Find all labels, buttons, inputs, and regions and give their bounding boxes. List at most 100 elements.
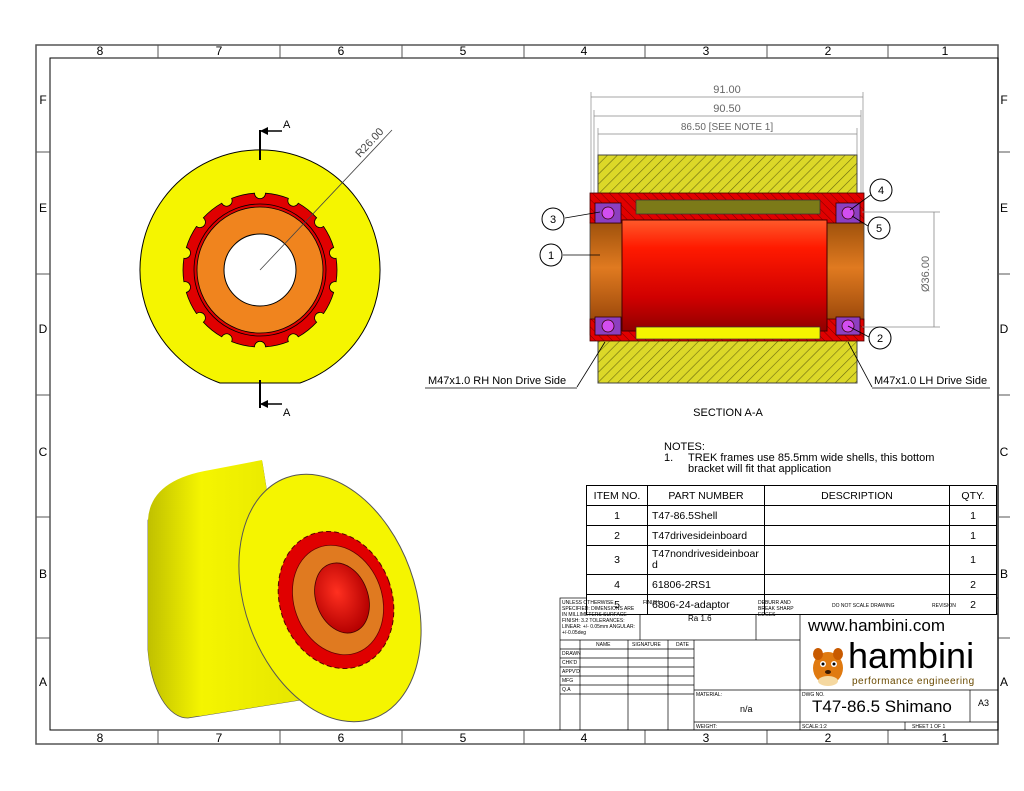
bom-header-row: ITEM NO. PART NUMBER DESCRIPTION QTY. <box>586 485 997 506</box>
bom-item: 3 <box>586 545 648 575</box>
zone-row-label: D <box>1000 322 1009 336</box>
bom-qty: 1 <box>949 505 997 526</box>
do-not-scale: DO NOT SCALE DRAWING <box>832 603 895 609</box>
bom-qty: 1 <box>949 525 997 546</box>
balloon-4: 4 <box>849 178 893 211</box>
bom-header-description: DESCRIPTION <box>764 485 950 506</box>
role-approved: APPV'D <box>562 669 580 675</box>
spindle-tube <box>621 219 828 332</box>
zone-ticks <box>36 45 1010 744</box>
table-row: 2 T47drivesideinboard 1 <box>586 525 997 546</box>
bom-description <box>764 545 950 575</box>
thread-right-label: M47x1.0 LH Drive Side <box>874 375 987 387</box>
bom-description <box>764 594 950 615</box>
col-date: DATE <box>676 642 689 648</box>
zone-row-label: E <box>39 201 47 215</box>
inner-shell-top <box>635 199 821 215</box>
zone-column-label: 3 <box>703 44 710 58</box>
bom-table: ITEM NO. PART NUMBER DESCRIPTION QTY. 1 … <box>586 485 997 615</box>
role-mfg: MFG <box>562 678 574 684</box>
section-marker-top: A <box>283 119 291 131</box>
sheet-label: SHEET 1 OF 1 <box>912 724 946 730</box>
role-checked: CHK'D <box>562 660 578 666</box>
bom-header-part: PART NUMBER <box>647 485 765 506</box>
zone-column-label: 7 <box>216 731 223 745</box>
sheet-size: A3 <box>978 698 990 708</box>
bom-qty: 1 <box>949 545 997 575</box>
material-value: n/a <box>740 704 753 714</box>
balloon-2: 2 <box>847 325 892 350</box>
notes-item-number: 1. <box>664 452 673 464</box>
dim-note-label: 86.50 [SEE NOTE 1] <box>681 122 773 133</box>
bom-part: 6806-24-adaptor <box>647 594 765 615</box>
weight-label: WEIGHT: <box>696 724 717 730</box>
col-signature: SIGNATURE <box>632 642 661 648</box>
zone-row-label: C <box>39 445 48 459</box>
zone-column-label: 8 <box>97 731 104 745</box>
zone-column-label: 4 <box>581 44 588 58</box>
zone-row-label: C <box>1000 445 1009 459</box>
zone-column-label: 2 <box>825 731 832 745</box>
zone-column-label: 5 <box>460 44 467 58</box>
scale-label: SCALE:1:2 <box>802 724 827 730</box>
bom-item: 2 <box>586 525 648 546</box>
col-name: NAME <box>596 642 611 648</box>
zone-column-label: 6 <box>338 44 345 58</box>
brand-tagline: performance engineering <box>852 676 975 687</box>
table-row: 4 61806-2RS1 2 <box>586 574 997 595</box>
table-row: 5 6806-24-adaptor 2 <box>586 594 997 615</box>
role-qa: Q.A <box>562 687 571 693</box>
dim-overall-label: 91.00 <box>713 84 741 96</box>
finish-label: FINISH: <box>643 600 661 606</box>
zone-row-label: F <box>1000 93 1007 107</box>
zone-row-label: F <box>39 93 46 107</box>
bom-item: 4 <box>586 574 648 595</box>
bom-item: 5 <box>586 594 648 615</box>
bom-qty: 2 <box>949 594 997 615</box>
section-view: 91.00 90.50 86.50 [SEE NOTE 1] Ø36.00 1 … <box>425 84 990 419</box>
iso-bore <box>314 562 370 634</box>
website: www.hambini.com <box>808 616 945 635</box>
bom-header-qty: QTY. <box>949 485 997 506</box>
bom-item: 1 <box>586 505 648 526</box>
role-drawn: DRAWN <box>562 651 581 657</box>
zone-row-label: E <box>1000 201 1008 215</box>
radius-label: R26.00 <box>353 126 386 160</box>
section-arrowhead-top <box>260 127 268 135</box>
shell-bottom-section <box>597 335 858 384</box>
finish-value: Ra 1.6 <box>688 614 712 623</box>
hambini-logo-icon <box>813 648 843 686</box>
dia-label: Ø36.00 <box>920 256 932 292</box>
zone-row-label: A <box>1000 675 1008 689</box>
notes-line-1: TREK frames use 85.5mm wide shells, this… <box>688 452 934 464</box>
svg-text:5: 5 <box>876 223 882 235</box>
zone-row-label: B <box>39 567 47 581</box>
dim-shell-label: 90.50 <box>713 103 741 115</box>
bom-part: 61806-2RS1 <box>647 574 765 595</box>
notes-header: NOTES: <box>664 441 705 453</box>
front-view: R26.00 A A <box>139 119 393 419</box>
bom-part: T47drivesideinboard <box>647 525 765 546</box>
zone-row-label: D <box>39 322 48 336</box>
zone-row-label: B <box>1000 567 1008 581</box>
zone-row-label: A <box>39 675 47 689</box>
zone-column-label: 3 <box>703 731 710 745</box>
radius-leader <box>259 129 393 271</box>
balloon-1: 1 <box>539 243 600 267</box>
table-row: 1 T47-86.5Shell 1 <box>586 505 997 526</box>
zone-column-label: 1 <box>942 44 949 58</box>
section-arrowhead-bottom <box>260 400 268 408</box>
revision-label: REVISION <box>932 603 956 609</box>
zone-column-label: 7 <box>216 44 223 58</box>
material-label: MATERIAL: <box>696 692 723 698</box>
svg-text:1: 1 <box>548 250 554 262</box>
thread-right-leader <box>847 341 873 388</box>
bom-qty: 2 <box>949 574 997 595</box>
zone-column-label: 1 <box>942 731 949 745</box>
bom-header-item: ITEM NO. <box>586 485 648 506</box>
svg-text:4: 4 <box>878 185 884 197</box>
zone-column-label: 5 <box>460 731 467 745</box>
notes-line-2: bracket will fit that application <box>688 463 831 475</box>
zone-column-label: 2 <box>825 44 832 58</box>
